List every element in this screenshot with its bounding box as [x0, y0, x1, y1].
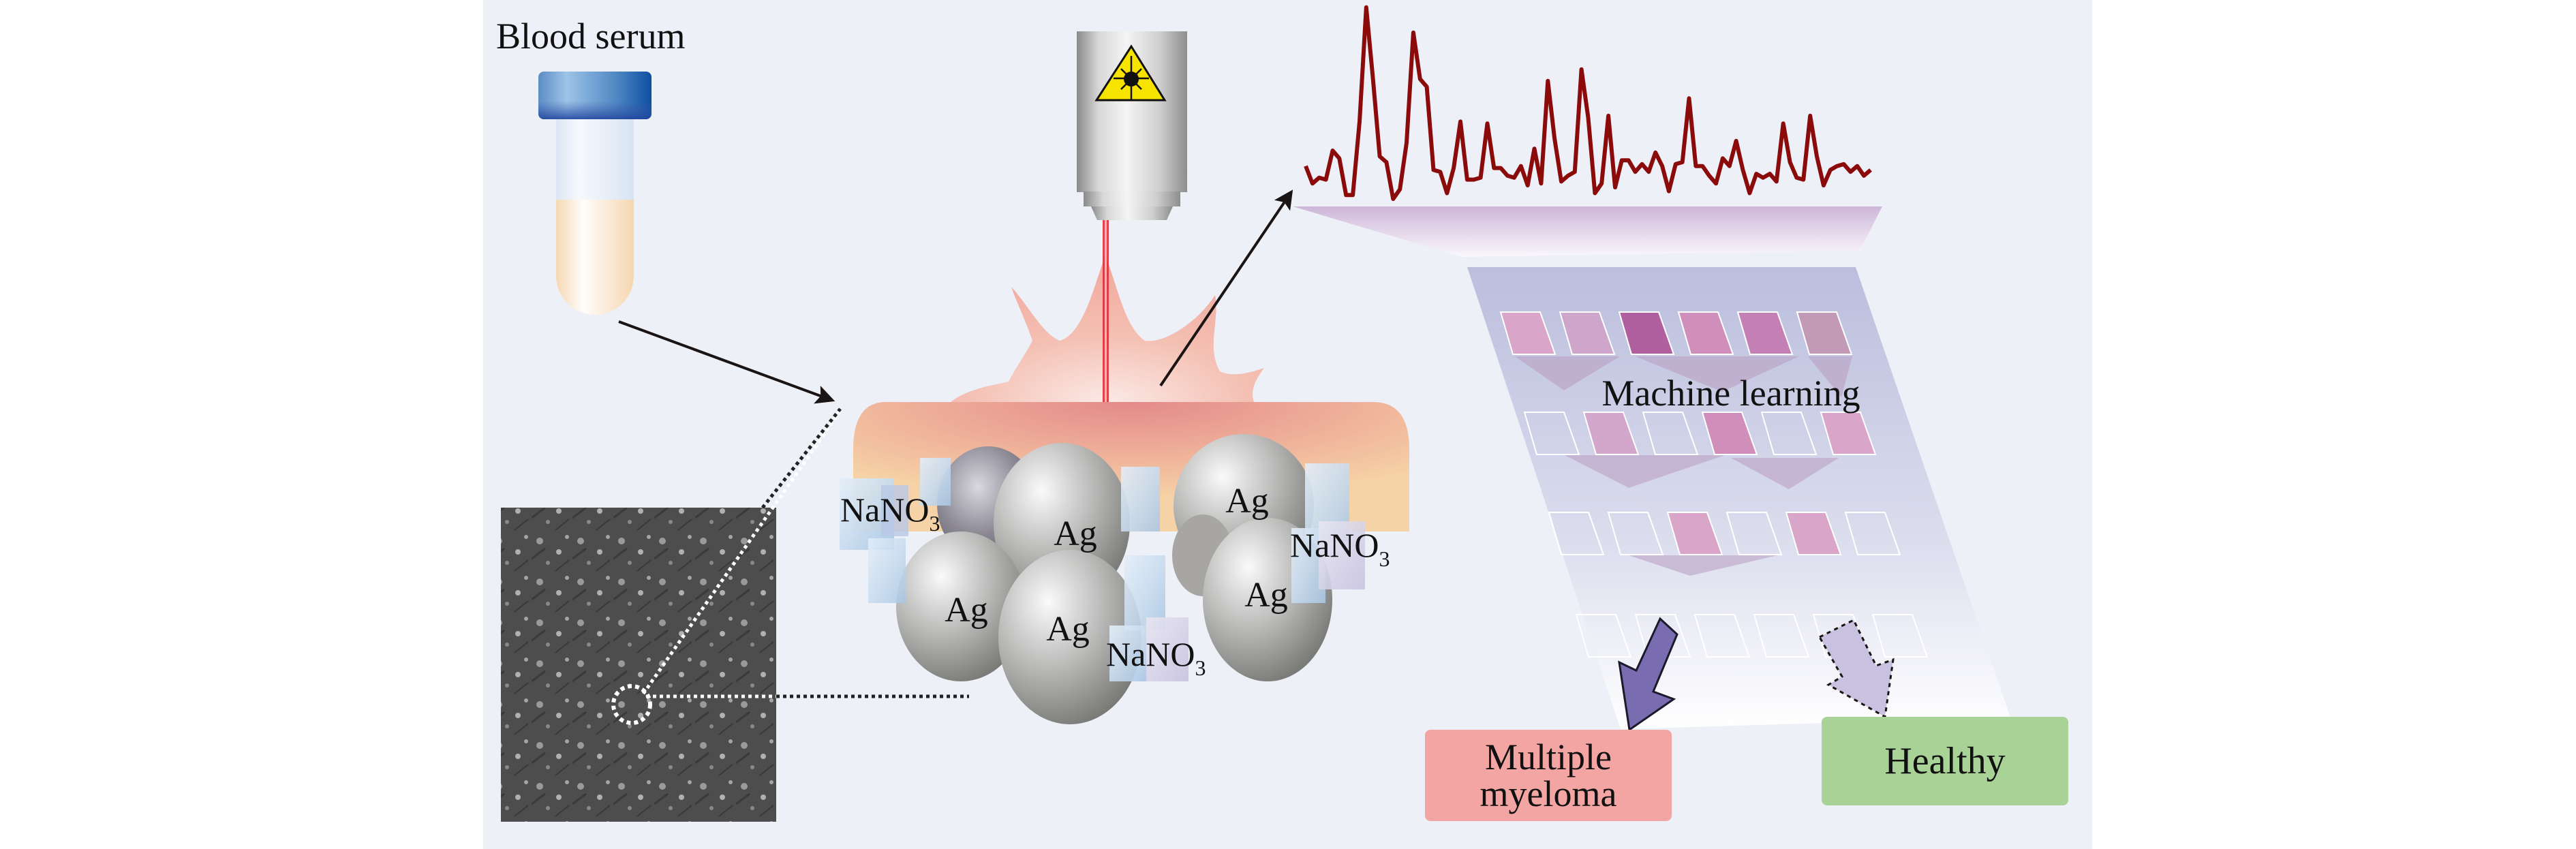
ag-label: Ag	[1046, 610, 1090, 649]
ml-node-active	[1820, 412, 1877, 455]
ml-node-active	[1618, 311, 1675, 355]
ml-pooling-arrow	[1515, 356, 1620, 390]
ml-pooling-arrow	[1731, 458, 1839, 489]
spectrum-projection-wedge	[1293, 206, 1882, 257]
ml-network	[1499, 311, 1929, 658]
ml-node	[1844, 512, 1901, 555]
ml-node-active	[1796, 311, 1853, 355]
signal-to-spectrum-arrow	[1159, 189, 1293, 387]
laser-warning-icon	[1094, 44, 1167, 102]
machine-learning-label: Machine learning	[1601, 373, 1860, 414]
ag-label: Ag	[1225, 482, 1269, 521]
nano3-cube	[1109, 555, 1189, 681]
ml-node	[1575, 614, 1632, 658]
ml-node-active	[1785, 512, 1842, 555]
ag-label: Ag	[945, 591, 988, 630]
nano3-label: NaNO3	[840, 491, 940, 536]
spectrum-line	[1304, 5, 1872, 201]
sem-image	[501, 407, 969, 822]
ml-node	[1642, 412, 1699, 455]
ml-node	[1634, 614, 1691, 658]
ml-panel	[1467, 267, 2010, 729]
ml-pooling-arrow	[1808, 356, 1852, 397]
nano3-cube	[1291, 463, 1365, 603]
myeloma-arrow-icon	[1618, 617, 1678, 732]
ml-node-active	[1736, 311, 1794, 355]
ag-particle	[896, 531, 1026, 681]
ml-node-active	[1582, 412, 1640, 455]
ml-node-active	[1677, 311, 1734, 355]
nanoparticle-cluster: Ag Ag Ag Ag Ag NaNO3 NaNO3 NaNO3	[840, 434, 1390, 724]
ag-label: Ag	[1054, 514, 1097, 553]
ml-node	[1753, 614, 1810, 658]
ml-node	[1726, 512, 1783, 555]
nano3-label: NaNO3	[1290, 526, 1390, 571]
ml-node-active	[1499, 311, 1557, 355]
laser-head-icon	[1077, 31, 1187, 220]
nano3-cube	[1121, 467, 1160, 531]
ml-pooling-arrow	[1565, 455, 1725, 488]
nano3-label: NaNO3	[1106, 635, 1206, 680]
ml-node	[1871, 614, 1929, 658]
ml-node-active	[1701, 412, 1758, 455]
healthy-box: Healthy	[1822, 717, 2068, 805]
ml-node-active	[1559, 311, 1616, 355]
ml-node	[1760, 412, 1818, 455]
healthy-label: Healthy	[1884, 740, 2006, 782]
ml-node	[1523, 412, 1580, 455]
ml-pooling-arrow	[1636, 356, 1799, 392]
ml-node	[1607, 512, 1664, 555]
ml-node	[1548, 512, 1605, 555]
blood-serum-label: Blood serum	[496, 16, 686, 57]
ag-particle	[998, 550, 1141, 724]
ml-node	[1693, 614, 1751, 658]
ml-pooling-arrow	[1629, 555, 1777, 576]
nano3-cube	[840, 478, 908, 603]
tube-to-substrate-arrow	[618, 320, 835, 404]
ag-label: Ag	[1244, 576, 1288, 615]
blood-serum-tube-icon	[538, 72, 651, 315]
healthy-arrow-icon	[1818, 618, 1895, 719]
ml-node-active	[1666, 512, 1723, 555]
